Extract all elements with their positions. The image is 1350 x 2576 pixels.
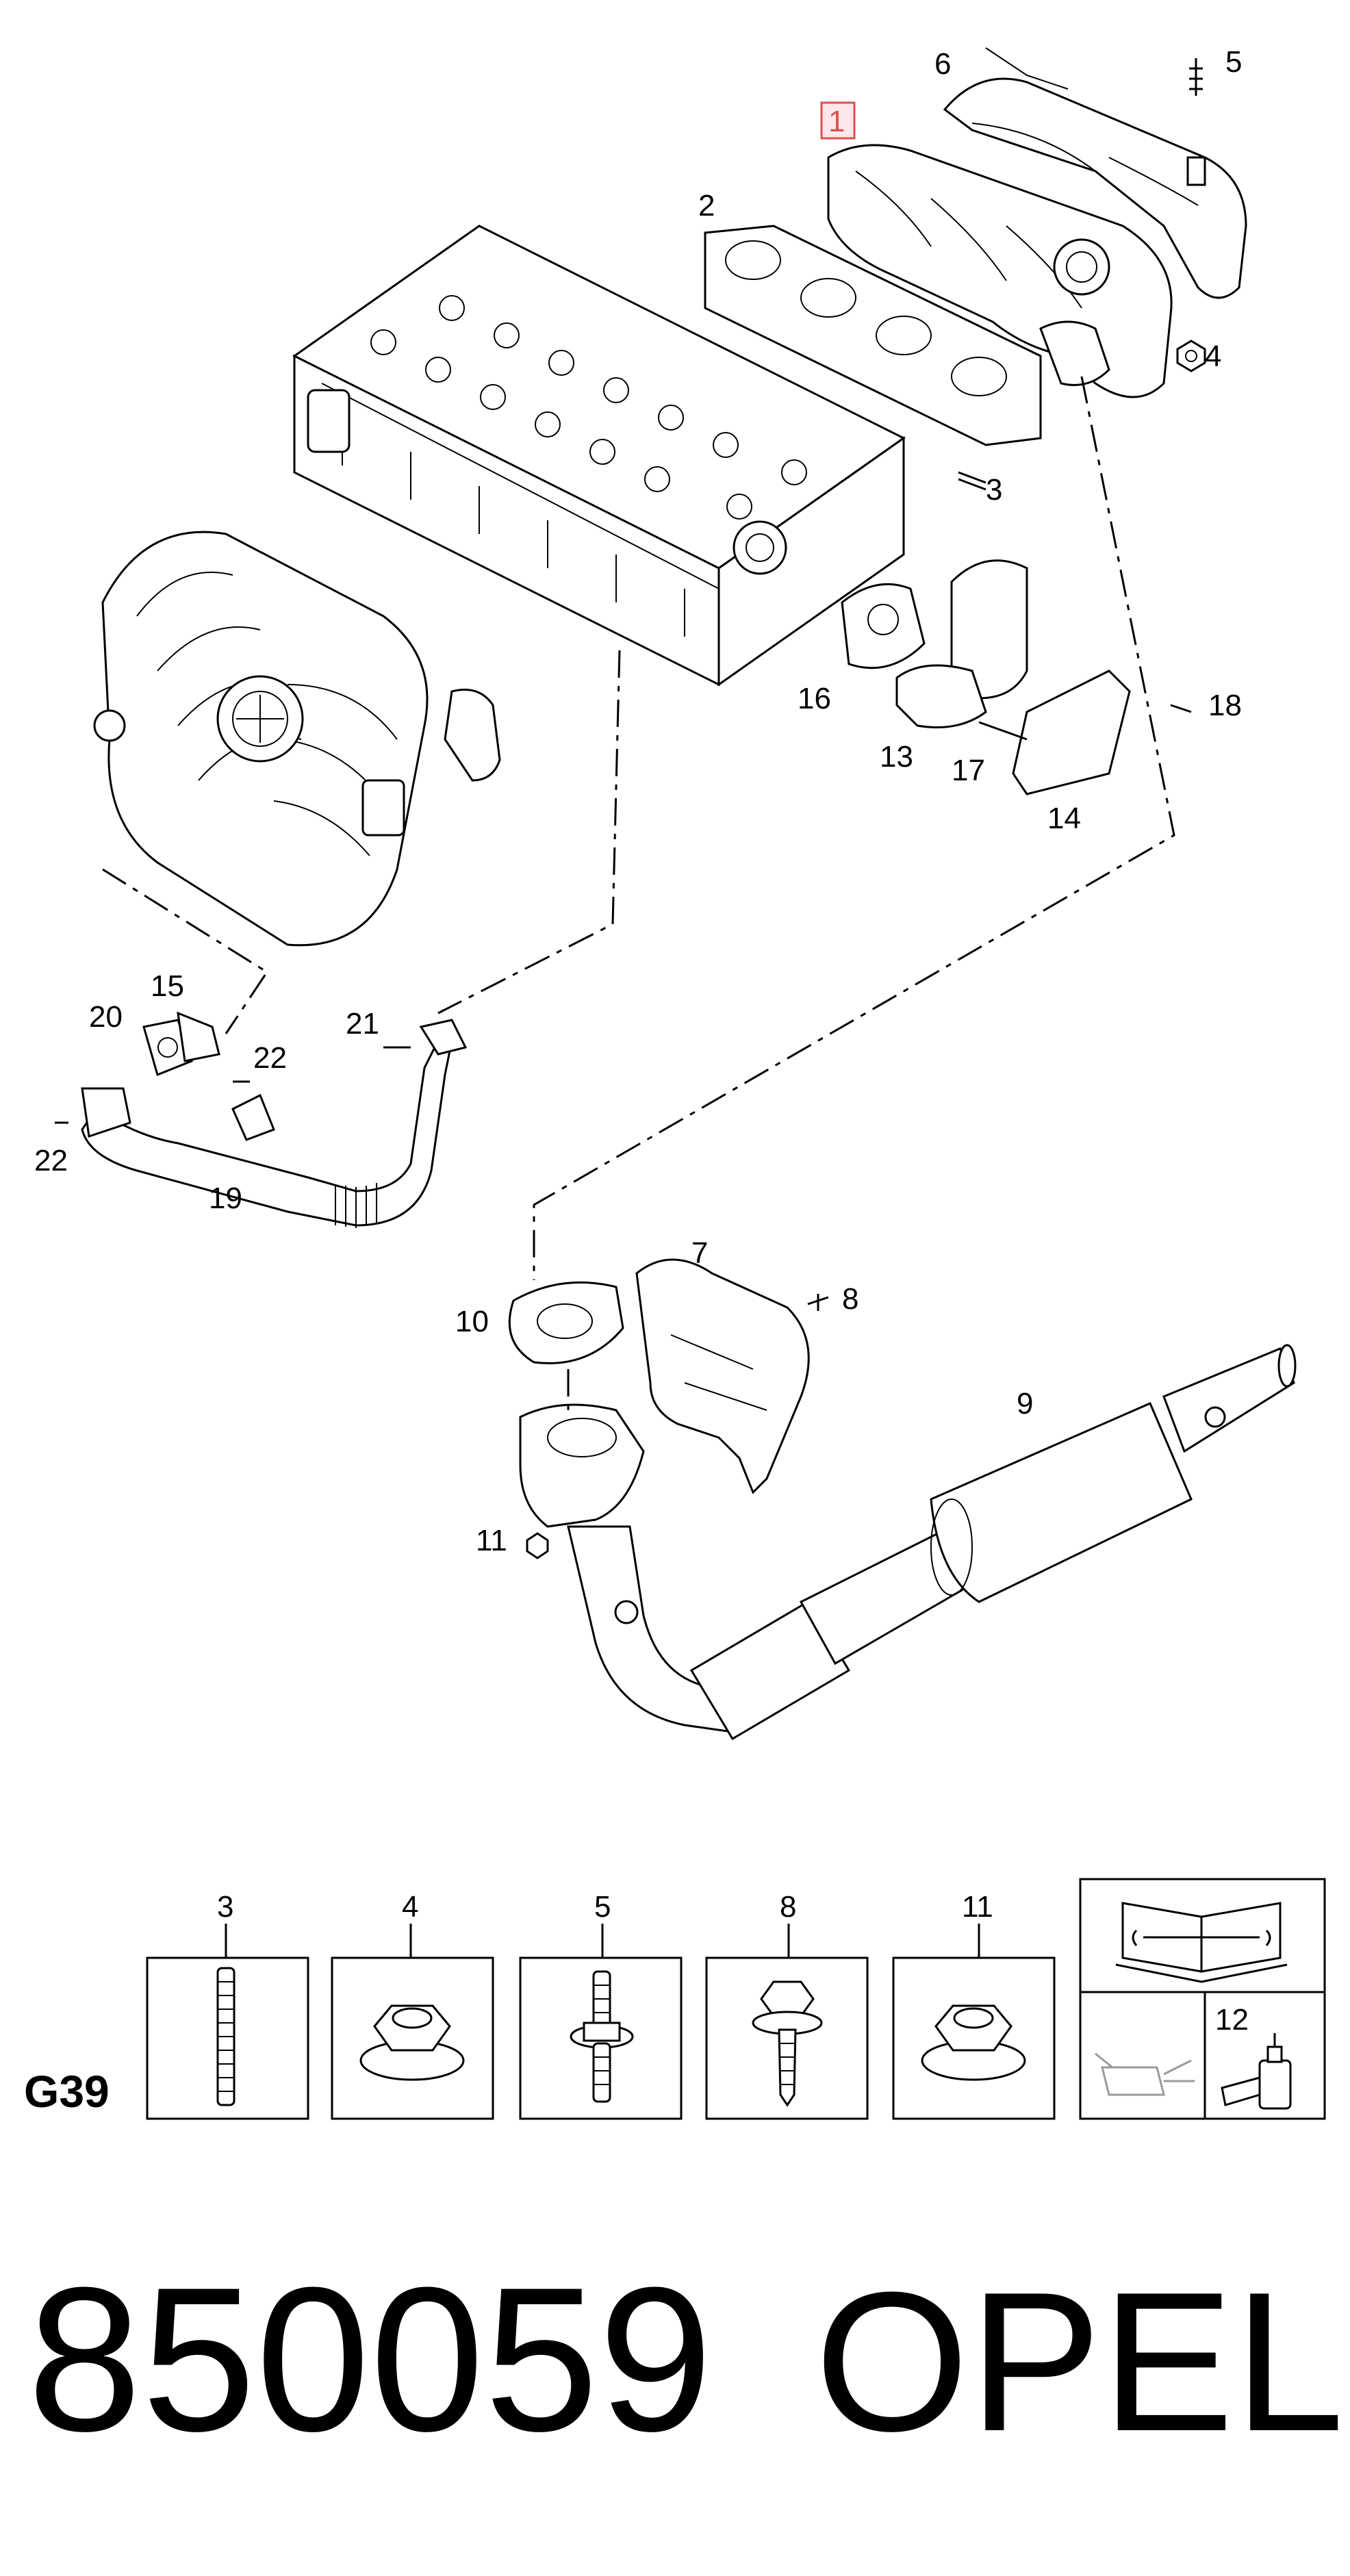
callout-21: 21 bbox=[346, 1007, 379, 1041]
brand-name: OPEL bbox=[815, 2251, 1345, 2473]
egr-valve-drawing bbox=[841, 559, 1192, 795]
callout-17: 17 bbox=[952, 754, 985, 787]
callout-1-highlight bbox=[820, 101, 856, 140]
callout-19: 19 bbox=[209, 1182, 242, 1215]
catalytic-converter-drawing bbox=[519, 1344, 1297, 1741]
callout-22-right: 22 bbox=[253, 1041, 287, 1075]
sealant-bottle-icon bbox=[1221, 2033, 1292, 2110]
intake-manifold-drawing bbox=[93, 531, 501, 947]
service-manual-icon bbox=[1115, 1902, 1288, 1983]
cylinder-head-drawing bbox=[292, 225, 906, 687]
callout-20: 20 bbox=[89, 1000, 123, 1034]
sealant-label-12: 12 bbox=[1215, 2003, 1249, 2037]
stud-icon bbox=[216, 1967, 235, 2106]
callout-5: 5 bbox=[1225, 45, 1242, 79]
callout-10: 10 bbox=[455, 1305, 489, 1338]
callout-13: 13 bbox=[880, 740, 913, 774]
fastener-label-8: 8 bbox=[780, 1890, 796, 1924]
fastener-label-11: 11 bbox=[962, 1890, 993, 1924]
fastener-table: 3 4 5 8 11 bbox=[146, 1890, 1056, 2120]
fastener-label-5: 5 bbox=[594, 1890, 611, 1924]
flange-bolt-icon bbox=[752, 1980, 823, 2107]
oil-can-icon bbox=[1095, 2052, 1195, 2096]
callout-1: 1 bbox=[828, 105, 845, 138]
flange-nut-icon bbox=[359, 2004, 465, 2081]
service-info-box: 12 bbox=[1079, 1878, 1326, 2120]
flange-gasket-drawing bbox=[508, 1281, 624, 1364]
callout-18: 18 bbox=[1208, 689, 1242, 722]
callout-11: 11 bbox=[476, 1524, 507, 1557]
front-heat-shield-drawing bbox=[635, 1258, 829, 1494]
callout-2: 2 bbox=[698, 189, 715, 222]
callout-7: 7 bbox=[691, 1236, 708, 1270]
callout-15: 15 bbox=[151, 969, 184, 1003]
callout-4: 4 bbox=[1205, 340, 1221, 373]
callout-8: 8 bbox=[842, 1282, 858, 1316]
section-code: G39 bbox=[24, 2066, 110, 2117]
double-stud-icon bbox=[570, 1970, 634, 2103]
heat-shield-drawing bbox=[943, 47, 1247, 372]
callout-9: 9 bbox=[1017, 1387, 1033, 1420]
callout-22-left: 22 bbox=[34, 1144, 68, 1177]
fastener-label-4: 4 bbox=[402, 1890, 418, 1924]
callout-labels: 1 2 3 4 5 6 7 8 9 10 11 13 14 15 16 17 1… bbox=[34, 45, 1242, 1557]
callout-16: 16 bbox=[798, 682, 831, 715]
leader-lines bbox=[102, 376, 1175, 1410]
exhaust-manifold-drawing bbox=[827, 144, 1173, 398]
part-number: 850059 bbox=[27, 2244, 713, 2474]
manifold-gasket-drawing bbox=[704, 225, 1042, 491]
flange-nut-icon bbox=[921, 2004, 1026, 2081]
callout-6: 6 bbox=[934, 47, 951, 81]
callout-14: 14 bbox=[1047, 802, 1081, 835]
callout-3: 3 bbox=[986, 473, 1002, 507]
egr-pipe-drawing bbox=[55, 1011, 468, 1228]
fastener-label-3: 3 bbox=[217, 1890, 233, 1924]
